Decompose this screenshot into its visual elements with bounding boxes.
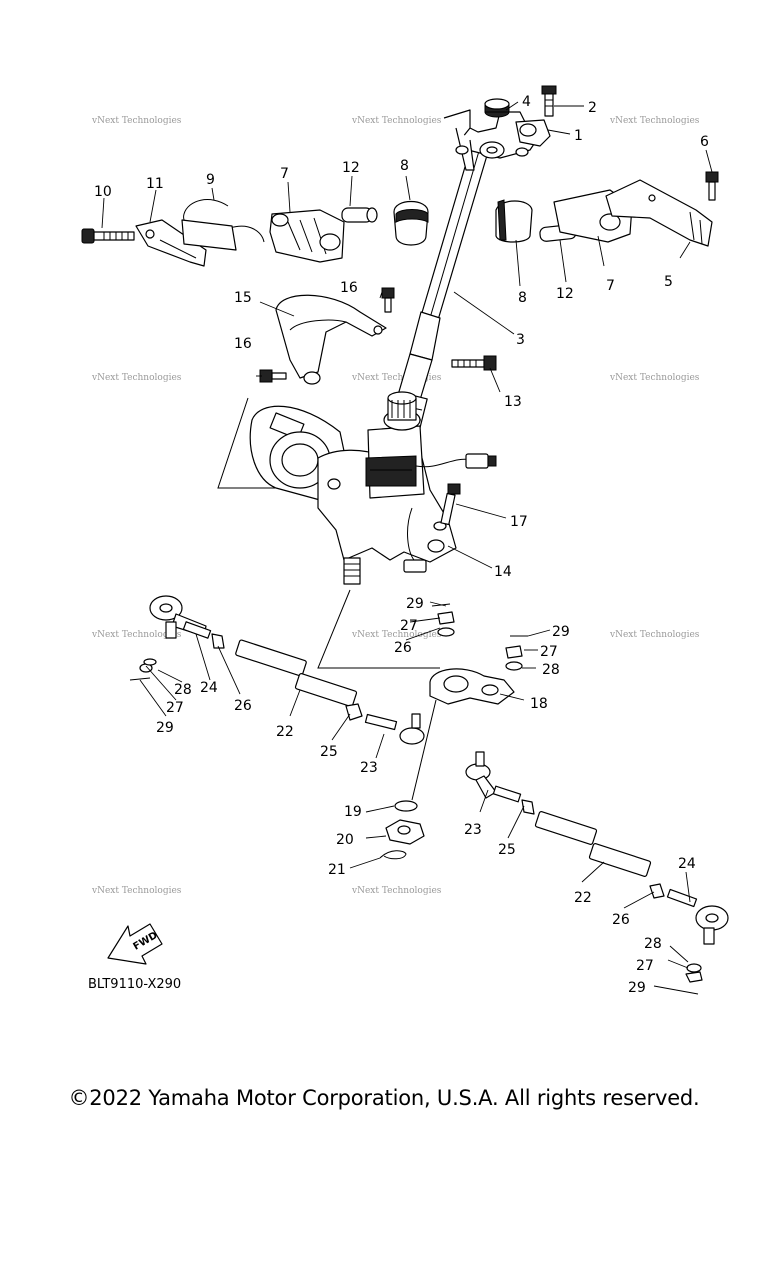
callout-13: 13: [504, 394, 522, 410]
callout-12b: 12: [556, 286, 574, 302]
diagram-code: BLT9110-X290: [88, 977, 182, 992]
callout-16a: 16: [340, 280, 358, 296]
callout-8a: 8: [400, 158, 409, 174]
callout-16b: 16: [234, 336, 252, 352]
callout-29a: 29: [406, 596, 424, 612]
watermark: vNext Technologies: [351, 116, 442, 126]
callouts: 1 2 3 4 5 6 7 7 8 8 9 10 11 12 12 13 14 …: [94, 94, 709, 996]
callout-27b: 27: [540, 644, 558, 660]
callout-4: 4: [522, 94, 531, 110]
parts-diagram: vNext Technologies vNext Technologies vN…: [81, 85, 729, 996]
right-tie-rod: [465, 751, 729, 995]
callout-23a: 23: [360, 760, 378, 776]
watermark: vNext Technologies: [609, 630, 700, 640]
pitman-arm: [317, 589, 515, 860]
callout-27a: 27: [166, 700, 184, 716]
fwd-arrow: FWD: [107, 923, 163, 965]
callout-9: 9: [206, 172, 215, 188]
watermarks: vNext Technologies vNext Technologies vN…: [91, 116, 700, 896]
watermark: vNext Technologies: [351, 373, 442, 383]
watermark: vNext Technologies: [91, 630, 182, 640]
callout-19: 19: [344, 804, 362, 820]
watermark: vNext Technologies: [91, 886, 182, 896]
callout-11: 11: [146, 176, 164, 192]
callout-8b: 8: [518, 290, 527, 306]
callout-21: 21: [328, 862, 346, 878]
watermark: vNext Technologies: [91, 116, 182, 126]
callout-28b: 28: [542, 662, 560, 678]
callout-24b: 24: [678, 856, 696, 872]
left-mount-parts: [81, 199, 429, 267]
watermark: vNext Technologies: [91, 373, 182, 383]
bolt-13: [451, 355, 497, 371]
watermark: vNext Technologies: [351, 630, 442, 640]
callout-23b: 23: [464, 822, 482, 838]
callout-17: 17: [510, 514, 528, 530]
callout-26c: 26: [394, 640, 412, 656]
copyright-text: ©2022 Yamaha Motor Corporation, U.S.A. A…: [68, 1086, 700, 1110]
callout-26b: 26: [612, 912, 630, 928]
callout-18: 18: [530, 696, 548, 712]
pitman-right-fasteners: [431, 603, 528, 671]
callout-29b: 29: [552, 624, 570, 640]
leader-lines: [101, 101, 713, 991]
callout-22a: 22: [276, 724, 294, 740]
callout-12a: 12: [342, 160, 360, 176]
callout-29d: 29: [628, 980, 646, 996]
callout-25b: 25: [498, 842, 516, 858]
callout-10: 10: [94, 184, 112, 200]
callout-5: 5: [664, 274, 673, 290]
callout-28a: 28: [174, 682, 192, 698]
callout-22b: 22: [574, 890, 592, 906]
upper-bracket: [443, 85, 557, 171]
callout-28c: 28: [644, 936, 662, 952]
callout-24a: 24: [200, 680, 218, 696]
callout-27c: 27: [636, 958, 654, 974]
callout-25a: 25: [320, 744, 338, 760]
callout-27d: 27: [400, 618, 418, 634]
callout-2: 2: [588, 100, 597, 116]
eps-unit: [217, 391, 497, 585]
callout-7a: 7: [280, 166, 289, 182]
callout-15: 15: [234, 290, 252, 306]
motor-cover: [259, 287, 395, 385]
left-tie-rod: [129, 595, 425, 745]
watermark: vNext Technologies: [351, 886, 442, 896]
callout-6: 6: [700, 134, 709, 150]
callout-29c: 29: [156, 720, 174, 736]
callout-26a: 26: [234, 698, 252, 714]
callout-1: 1: [574, 128, 583, 144]
callout-20: 20: [336, 832, 354, 848]
right-mount-parts: [495, 171, 719, 247]
callout-7b: 7: [606, 278, 615, 294]
watermark: vNext Technologies: [609, 116, 700, 126]
watermark: vNext Technologies: [609, 373, 700, 383]
callout-3: 3: [516, 332, 525, 348]
callout-14: 14: [494, 564, 512, 580]
